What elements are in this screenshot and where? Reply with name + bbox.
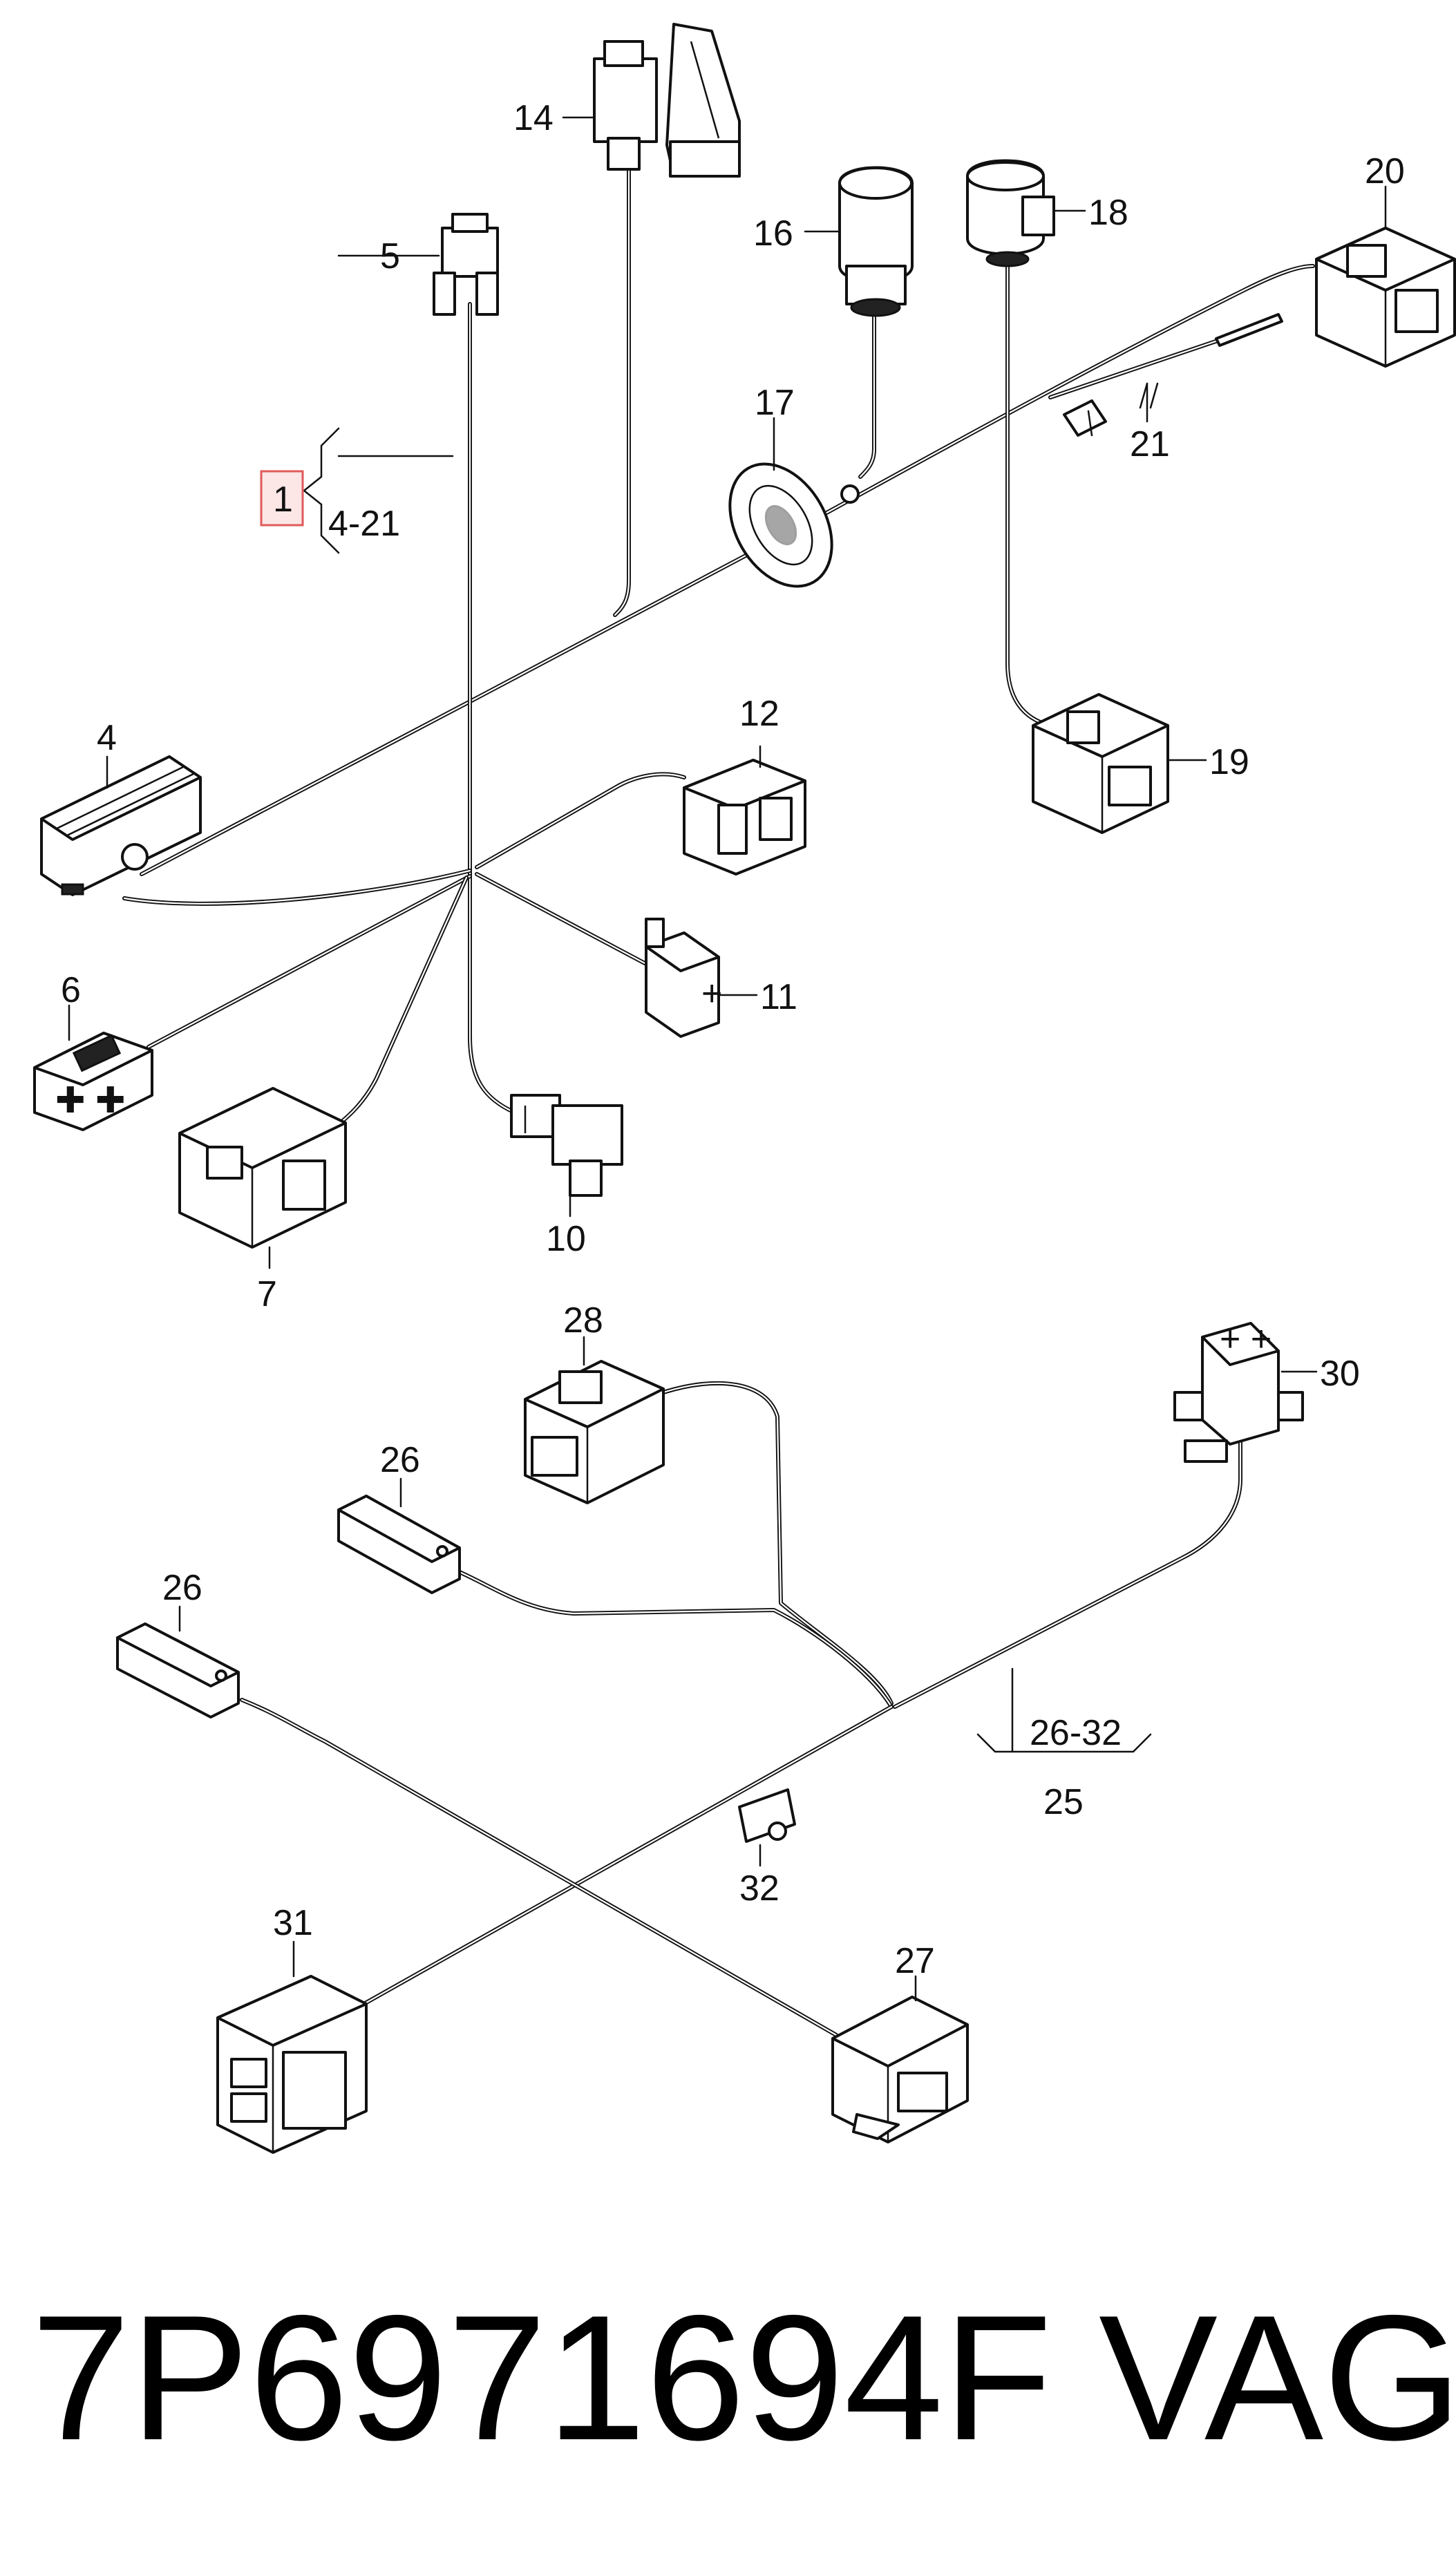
connector-11: + bbox=[645, 918, 722, 1038]
callout-30: 30 bbox=[1320, 1354, 1360, 1394]
connector-14 bbox=[593, 23, 741, 178]
callout-1-highlight bbox=[260, 470, 304, 527]
wire-28 bbox=[661, 1381, 894, 1705]
callout-10: 10 bbox=[546, 1219, 586, 1259]
clip-21 bbox=[1063, 313, 1283, 437]
wire-18-19 bbox=[1005, 254, 1052, 728]
wire-26-lower bbox=[240, 1698, 838, 2037]
wire-30 bbox=[893, 1439, 1242, 1709]
callout-26-upper: 26 bbox=[380, 1440, 420, 1480]
callout-19: 19 bbox=[1209, 742, 1249, 782]
callout-4-21: 4-21 bbox=[328, 504, 400, 544]
callout-6: 6 bbox=[61, 970, 81, 1010]
callout-7: 7 bbox=[257, 1274, 277, 1314]
callout-17: 17 bbox=[755, 383, 795, 423]
connector-26-upper bbox=[337, 1495, 461, 1594]
connector-18 bbox=[966, 159, 1055, 267]
callout-26-32: 26-32 bbox=[1030, 1713, 1122, 1753]
callout-1: 1 bbox=[273, 480, 293, 520]
connector-16 bbox=[838, 166, 914, 317]
connector-20 bbox=[1315, 227, 1456, 368]
callout-18: 18 bbox=[1088, 193, 1128, 233]
callout-16: 16 bbox=[753, 214, 793, 254]
wire-11 bbox=[475, 872, 648, 966]
connector-5 bbox=[433, 213, 499, 316]
svg-text:+: + bbox=[701, 974, 722, 1014]
callout-14: 14 bbox=[513, 98, 554, 138]
wire-4-lower bbox=[122, 869, 472, 906]
connector-28 bbox=[524, 1360, 665, 1504]
wire-14 bbox=[613, 157, 631, 617]
connector-12 bbox=[683, 759, 806, 875]
callout-labels: 1 4-21 4 5 6 7 10 11 12 14 16 17 18 19 2… bbox=[61, 98, 1405, 1981]
grommet-17 bbox=[728, 462, 860, 588]
callout-28: 28 bbox=[563, 1300, 603, 1341]
part-number: 7P6971694F bbox=[31, 2278, 1052, 2477]
callout-27: 27 bbox=[895, 1941, 935, 1981]
connector-30: + + bbox=[1173, 1319, 1304, 1463]
connector-27 bbox=[831, 1996, 969, 2143]
wire-12 bbox=[475, 772, 686, 869]
connector-4 bbox=[40, 755, 202, 896]
connector-7 bbox=[178, 1087, 347, 1249]
wire-31 bbox=[343, 1705, 894, 2016]
callout-25: 25 bbox=[1043, 1782, 1084, 1822]
connector-31 bbox=[216, 1975, 368, 2154]
connector-6: ✚ ✚ bbox=[33, 1032, 153, 1131]
connector-19 bbox=[1032, 693, 1169, 834]
svg-text:+ +: + + bbox=[1220, 1319, 1271, 1359]
callout-26-lower: 26 bbox=[162, 1568, 202, 1608]
clip-32 bbox=[738, 1788, 796, 1843]
callout-5: 5 bbox=[380, 236, 400, 276]
connector-26-lower bbox=[116, 1622, 240, 1719]
brand-name: VAG bbox=[1099, 2278, 1456, 2477]
vertical-wire-5-10 bbox=[468, 302, 517, 1115]
upper-leader-lines bbox=[68, 116, 1387, 1269]
lower-leader-lines bbox=[178, 1336, 1318, 2002]
wire-6 bbox=[146, 874, 472, 1049]
callout-20: 20 bbox=[1365, 151, 1405, 191]
callout-31: 31 bbox=[273, 1903, 313, 1943]
wire-16 bbox=[858, 305, 876, 479]
callout-21: 21 bbox=[1130, 424, 1170, 464]
callout-11: 11 bbox=[760, 977, 797, 1017]
callout-32: 32 bbox=[739, 1868, 779, 1909]
svg-text:✚ ✚: ✚ ✚ bbox=[55, 1081, 126, 1121]
upper-harness: ✚ ✚ + bbox=[33, 23, 1456, 1269]
wire-26-upper bbox=[457, 1570, 894, 1709]
connector-10 bbox=[510, 1094, 623, 1197]
lower-harness: + + bbox=[116, 1319, 1318, 2154]
callout-12: 12 bbox=[739, 694, 779, 734]
footer: 7P6971694F VAG bbox=[31, 2278, 1456, 2477]
callout-4: 4 bbox=[97, 718, 117, 758]
